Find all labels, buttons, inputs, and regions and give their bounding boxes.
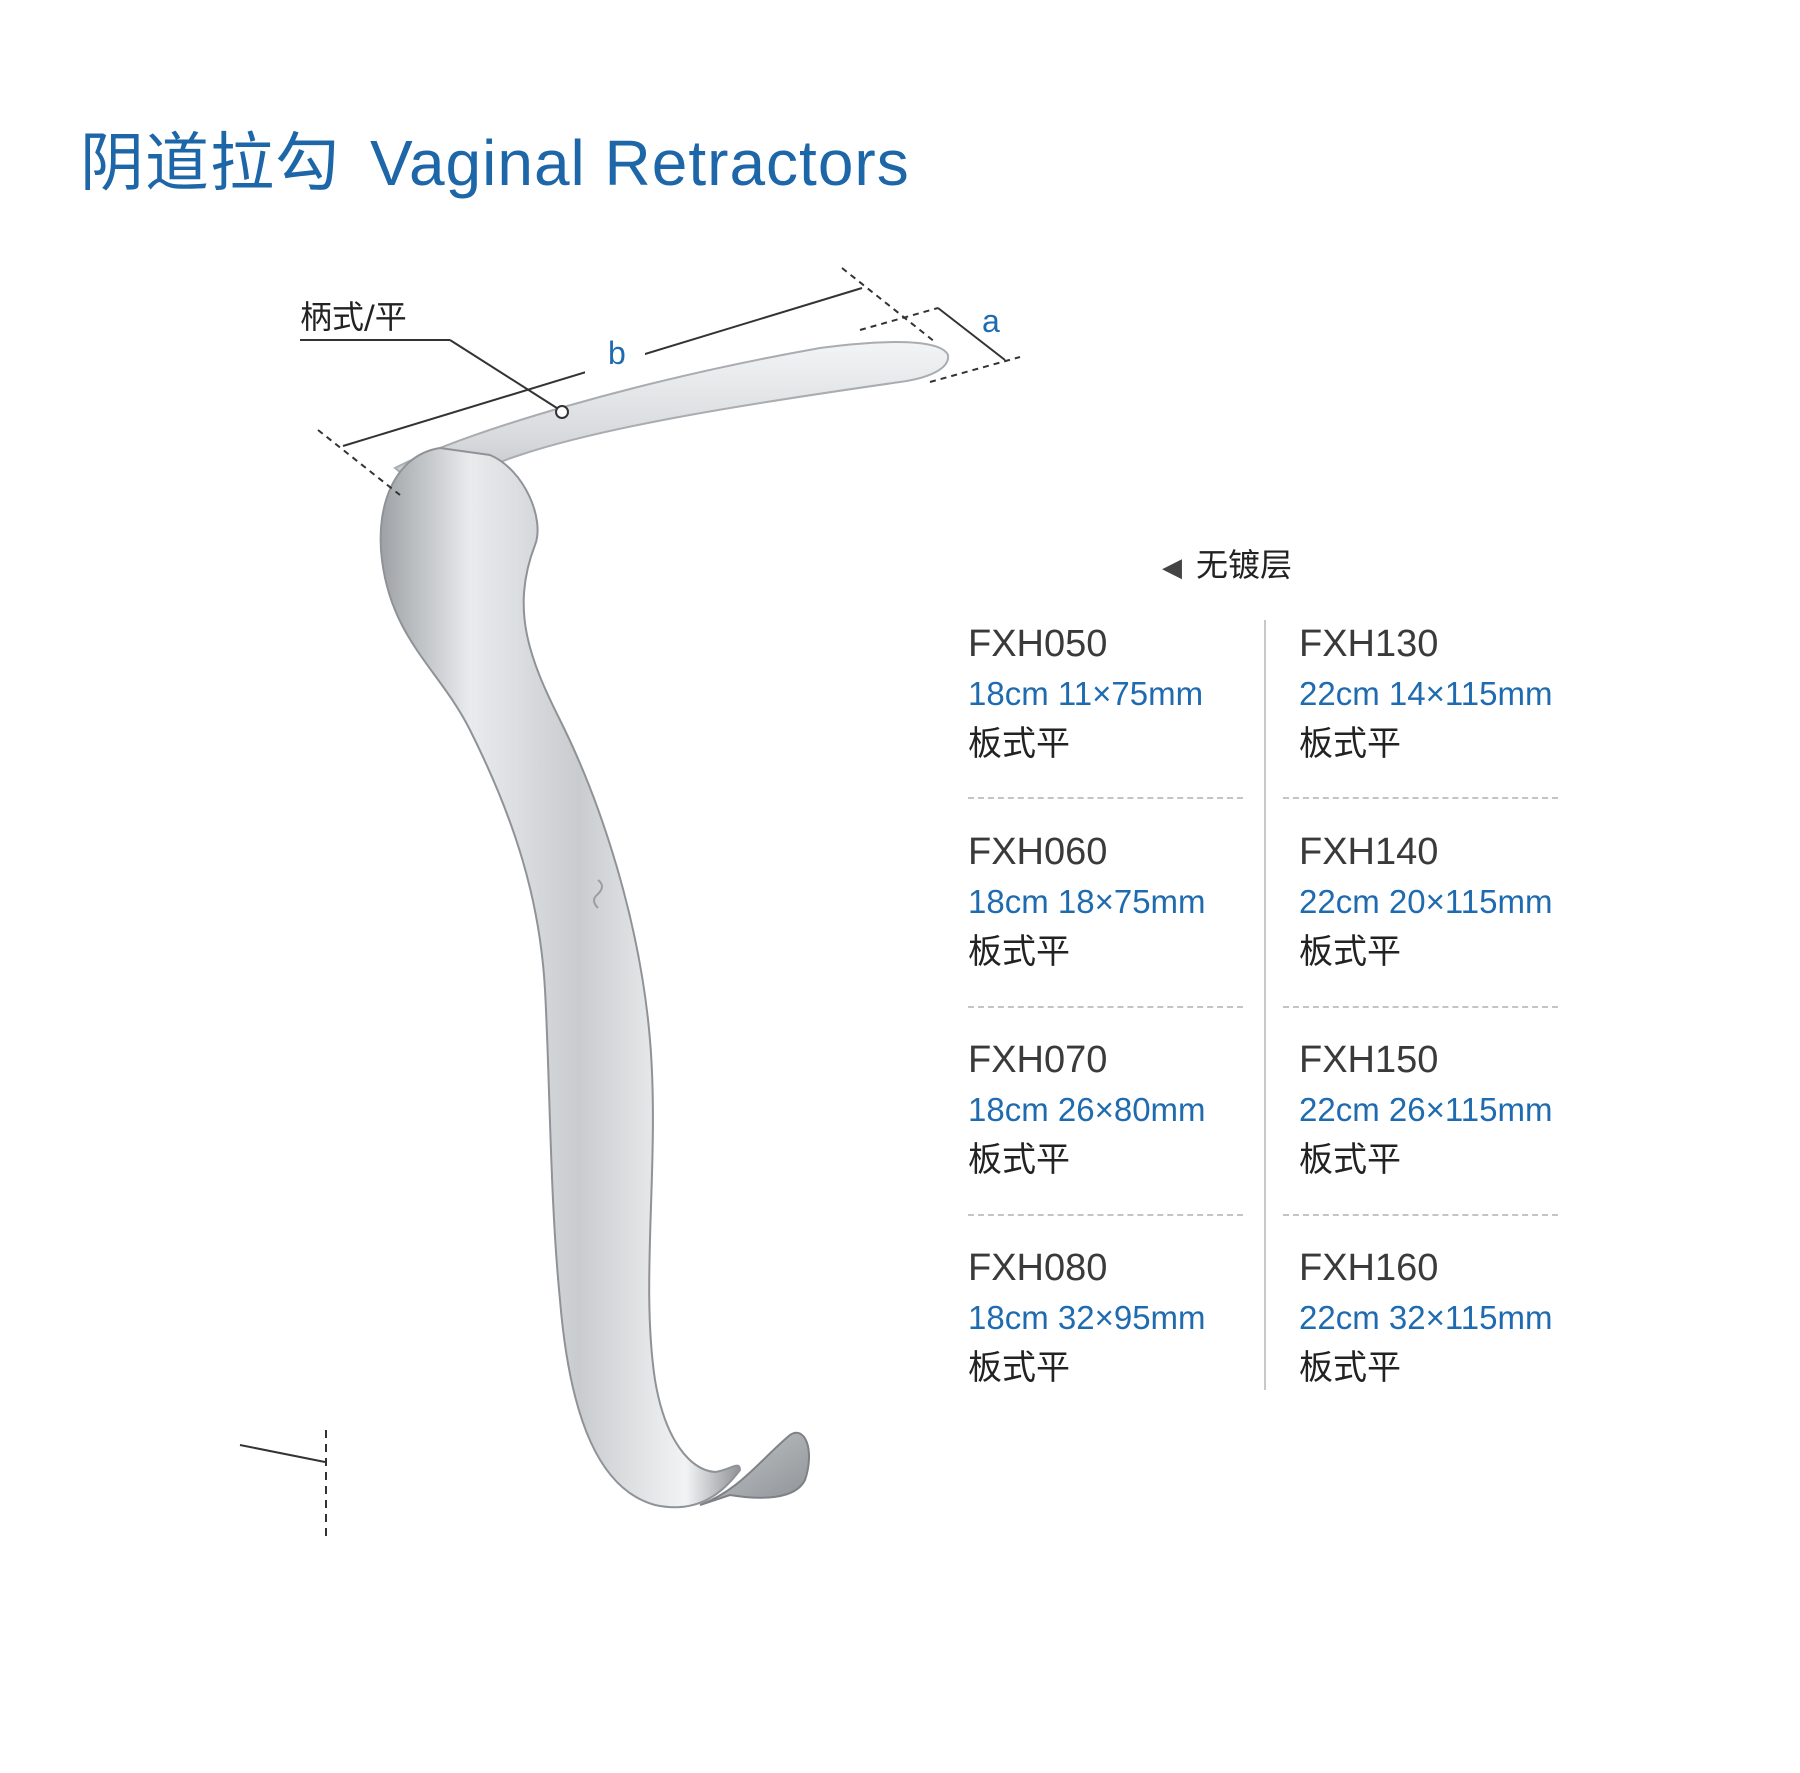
retractor-blade [393,341,950,507]
product-code: FXH140 [1299,831,1439,873]
dimension-b-label: b [608,335,626,371]
plating-note: ◀ 无镀层 [1162,540,1292,586]
maker-mark [593,879,603,909]
row-divider [1283,797,1558,799]
product-item: FXH150 22cm 26×115mm 板式平 [1299,1038,1552,1182]
product-code: FXH150 [1299,1039,1439,1081]
product-spec: 18cm 32×95mm [968,1299,1206,1336]
product-type: 板式平 [1299,1140,1401,1180]
plating-text: 无镀层 [1196,546,1293,584]
product-code: FXH070 [968,1039,1108,1081]
product-item: FXH080 18cm 32×95mm 板式平 [968,1246,1206,1390]
left-triangle-icon: ◀ [1162,553,1182,583]
title-chinese: 阴道拉勾 [80,127,340,199]
product-spec: 22cm 20×115mm [1299,883,1553,920]
product-item: FXH070 18cm 26×80mm 板式平 [968,1038,1206,1182]
product-spec: 22cm 14×115mm [1299,675,1553,712]
product-item: FXH050 18cm 11×75mm 板式平 [968,622,1203,766]
column-divider [1264,620,1266,1390]
product-type: 板式平 [968,1140,1070,1180]
product-spec: 22cm 26×115mm [1299,1091,1553,1128]
product-spec: 18cm 18×75mm [968,883,1206,920]
product-spec: 18cm 11×75mm [968,675,1204,712]
product-type: 板式平 [1299,932,1401,972]
product-item: FXH130 22cm 14×115mm 板式平 [1299,622,1552,766]
dimension-a-label: a [982,303,1000,339]
retractor-hook [699,1431,810,1506]
row-divider [968,797,1243,799]
product-type: 板式平 [968,932,1070,972]
product-code: FXH050 [968,623,1108,665]
product-type: 板式平 [968,1348,1070,1388]
product-code: FXH060 [968,831,1108,873]
product-code: FXH130 [1299,623,1439,665]
product-spec: 18cm 26×80mm [968,1091,1206,1128]
title-english: Vaginal Retractors [370,127,910,199]
page-title: 阴道拉勾 Vaginal Retractors [80,112,910,204]
handle-label-dot [555,405,569,419]
product-type: 板式平 [968,724,1070,764]
product-type: 板式平 [1299,1348,1401,1388]
row-divider [968,1006,1243,1008]
product-item: FXH160 22cm 32×115mm 板式平 [1299,1246,1552,1390]
product-item: FXH140 22cm 20×115mm 板式平 [1299,830,1552,974]
product-spec: 22cm 32×115mm [1299,1299,1553,1336]
row-divider [1283,1214,1558,1216]
row-divider [968,1214,1243,1216]
product-code: FXH080 [968,1247,1108,1289]
retractor-handle [379,446,742,1509]
handle-type-label: 柄式/平 [300,298,407,336]
product-type: 板式平 [1299,724,1401,764]
row-divider [1283,1006,1558,1008]
product-code: FXH160 [1299,1247,1439,1289]
product-item: FXH060 18cm 18×75mm 板式平 [968,830,1206,974]
